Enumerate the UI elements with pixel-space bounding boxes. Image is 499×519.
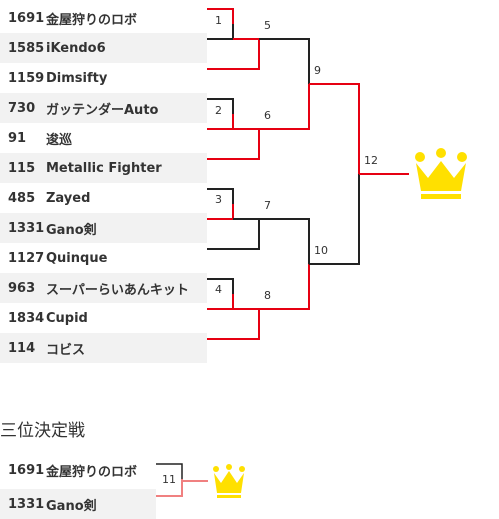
player-name: Gano剣 — [46, 222, 97, 238]
crown-icon — [213, 464, 245, 498]
match-number: 5 — [264, 19, 271, 32]
player-name: ガッテンダーAuto — [46, 102, 159, 118]
player-name: 金屋狩りのロボ — [46, 12, 138, 28]
bracket-line-match-11-top — [156, 463, 183, 479]
bracket-line-match-11-bottom — [156, 479, 183, 497]
bracket-line-match-6-bottom — [207, 144, 260, 160]
bracket-line-match-8-bottom — [207, 324, 260, 340]
bracket-line-match-4-bottom — [207, 294, 234, 310]
bracket-line-match-1-bottom — [207, 24, 234, 40]
player-name: 逡巡 — [46, 132, 73, 148]
player-name: コビス — [46, 342, 86, 358]
match-number: 8 — [264, 289, 271, 302]
bracket-line-match-2-bottom — [207, 114, 234, 130]
player-name: Dimsifty — [46, 70, 108, 86]
player-seed: 1159 — [8, 70, 45, 86]
player-row[interactable]: 963 スーパーらいあんキット — [0, 273, 207, 303]
player-row[interactable]: 730 ガッテンダーAuto — [0, 93, 207, 123]
crown-icon — [415, 148, 467, 199]
bracket-line-match-5-out — [259, 38, 310, 84]
player-name: Quinque — [46, 250, 108, 266]
player-seed: 1691 — [8, 462, 45, 478]
player-name: Metallic Fighter — [46, 160, 162, 176]
player-seed: 115 — [8, 160, 36, 176]
player-seed: 1691 — [8, 10, 45, 26]
bracket-line-match-7-out — [259, 218, 310, 264]
player-row[interactable]: 485 Zayed — [0, 183, 207, 213]
match-number: 4 — [215, 283, 222, 296]
bracket-line-match-6-out — [259, 84, 310, 130]
bracket-line-match-9-out — [309, 83, 360, 174]
player-seed: 730 — [8, 100, 36, 116]
match-number: 2 — [215, 104, 222, 117]
player-row[interactable]: 114 コビス — [0, 333, 207, 363]
match-number: 9 — [314, 64, 321, 77]
player-seed: 91 — [8, 130, 27, 146]
third-place-title: 三位決定戦 — [0, 421, 85, 441]
bracket-line-match-5-bottom — [207, 54, 260, 70]
bracket-line-match-7-bottom — [207, 234, 260, 250]
bracket-line-match-8-out — [259, 264, 310, 310]
match-number: 6 — [264, 109, 271, 122]
player-name: Gano剣 — [46, 498, 97, 514]
player-seed: 1834 — [8, 310, 45, 326]
player-seed: 485 — [8, 190, 36, 206]
player-seed: 1331 — [8, 220, 45, 236]
player-seed: 963 — [8, 280, 36, 296]
player-seed: 1585 — [8, 40, 45, 56]
match-number: 1 — [215, 14, 222, 27]
match-number: 10 — [314, 244, 328, 257]
bracket-line-match-3-bottom — [207, 204, 234, 220]
player-seed: 114 — [8, 340, 36, 356]
player-seed: 1331 — [8, 496, 45, 512]
bracket-line-match-2-top — [207, 98, 234, 114]
player-name: Zayed — [46, 190, 91, 206]
match-number: 11 — [162, 473, 176, 486]
player-name: スーパーらいあんキット — [46, 282, 189, 298]
bracket-line-match-3-top — [207, 188, 234, 204]
match-number: 7 — [264, 199, 271, 212]
player-name: Cupid — [46, 310, 88, 326]
bracket-line-match-10-out — [309, 174, 360, 265]
player-row[interactable]: 115 Metallic Fighter — [0, 153, 207, 183]
bracket-line-match-4-top — [207, 278, 234, 294]
match-number: 12 — [364, 154, 378, 167]
bracket-line-match-1-top — [207, 8, 234, 24]
player-name: 金屋狩りのロボ — [46, 464, 138, 480]
player-row[interactable]: 91 逡巡 — [0, 123, 207, 153]
match-number: 3 — [215, 193, 222, 206]
player-seed: 1127 — [8, 250, 45, 266]
player-name: iKendo6 — [46, 40, 106, 56]
